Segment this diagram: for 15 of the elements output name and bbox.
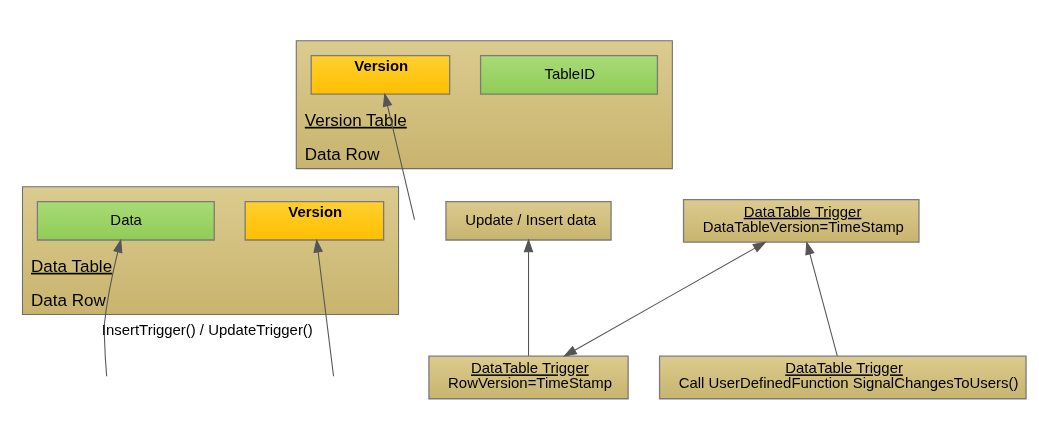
arrow [523,237,533,356]
arrow [312,238,334,377]
node-box: Data [36,200,215,241]
arrow [382,92,415,220]
arrow [562,241,767,357]
node-box: Update / Insert data [444,200,612,241]
arrow [103,238,122,377]
node-box: Version [244,200,384,241]
node-box: TableID [479,54,658,95]
node-box: DataTable Trigger Call UserDefinedFunction SignalChangesToUsers() [658,355,1027,399]
node-box: Version [310,54,450,95]
arrow [804,240,838,356]
node-box: DataTable Trigger RowVersion=TimeStamp [427,355,629,399]
node-box: DataTable Trigger DataTableVersion=TimeStamp [682,198,920,243]
edge-label: InsertTrigger() / UpdateTrigger() [101,321,313,338]
